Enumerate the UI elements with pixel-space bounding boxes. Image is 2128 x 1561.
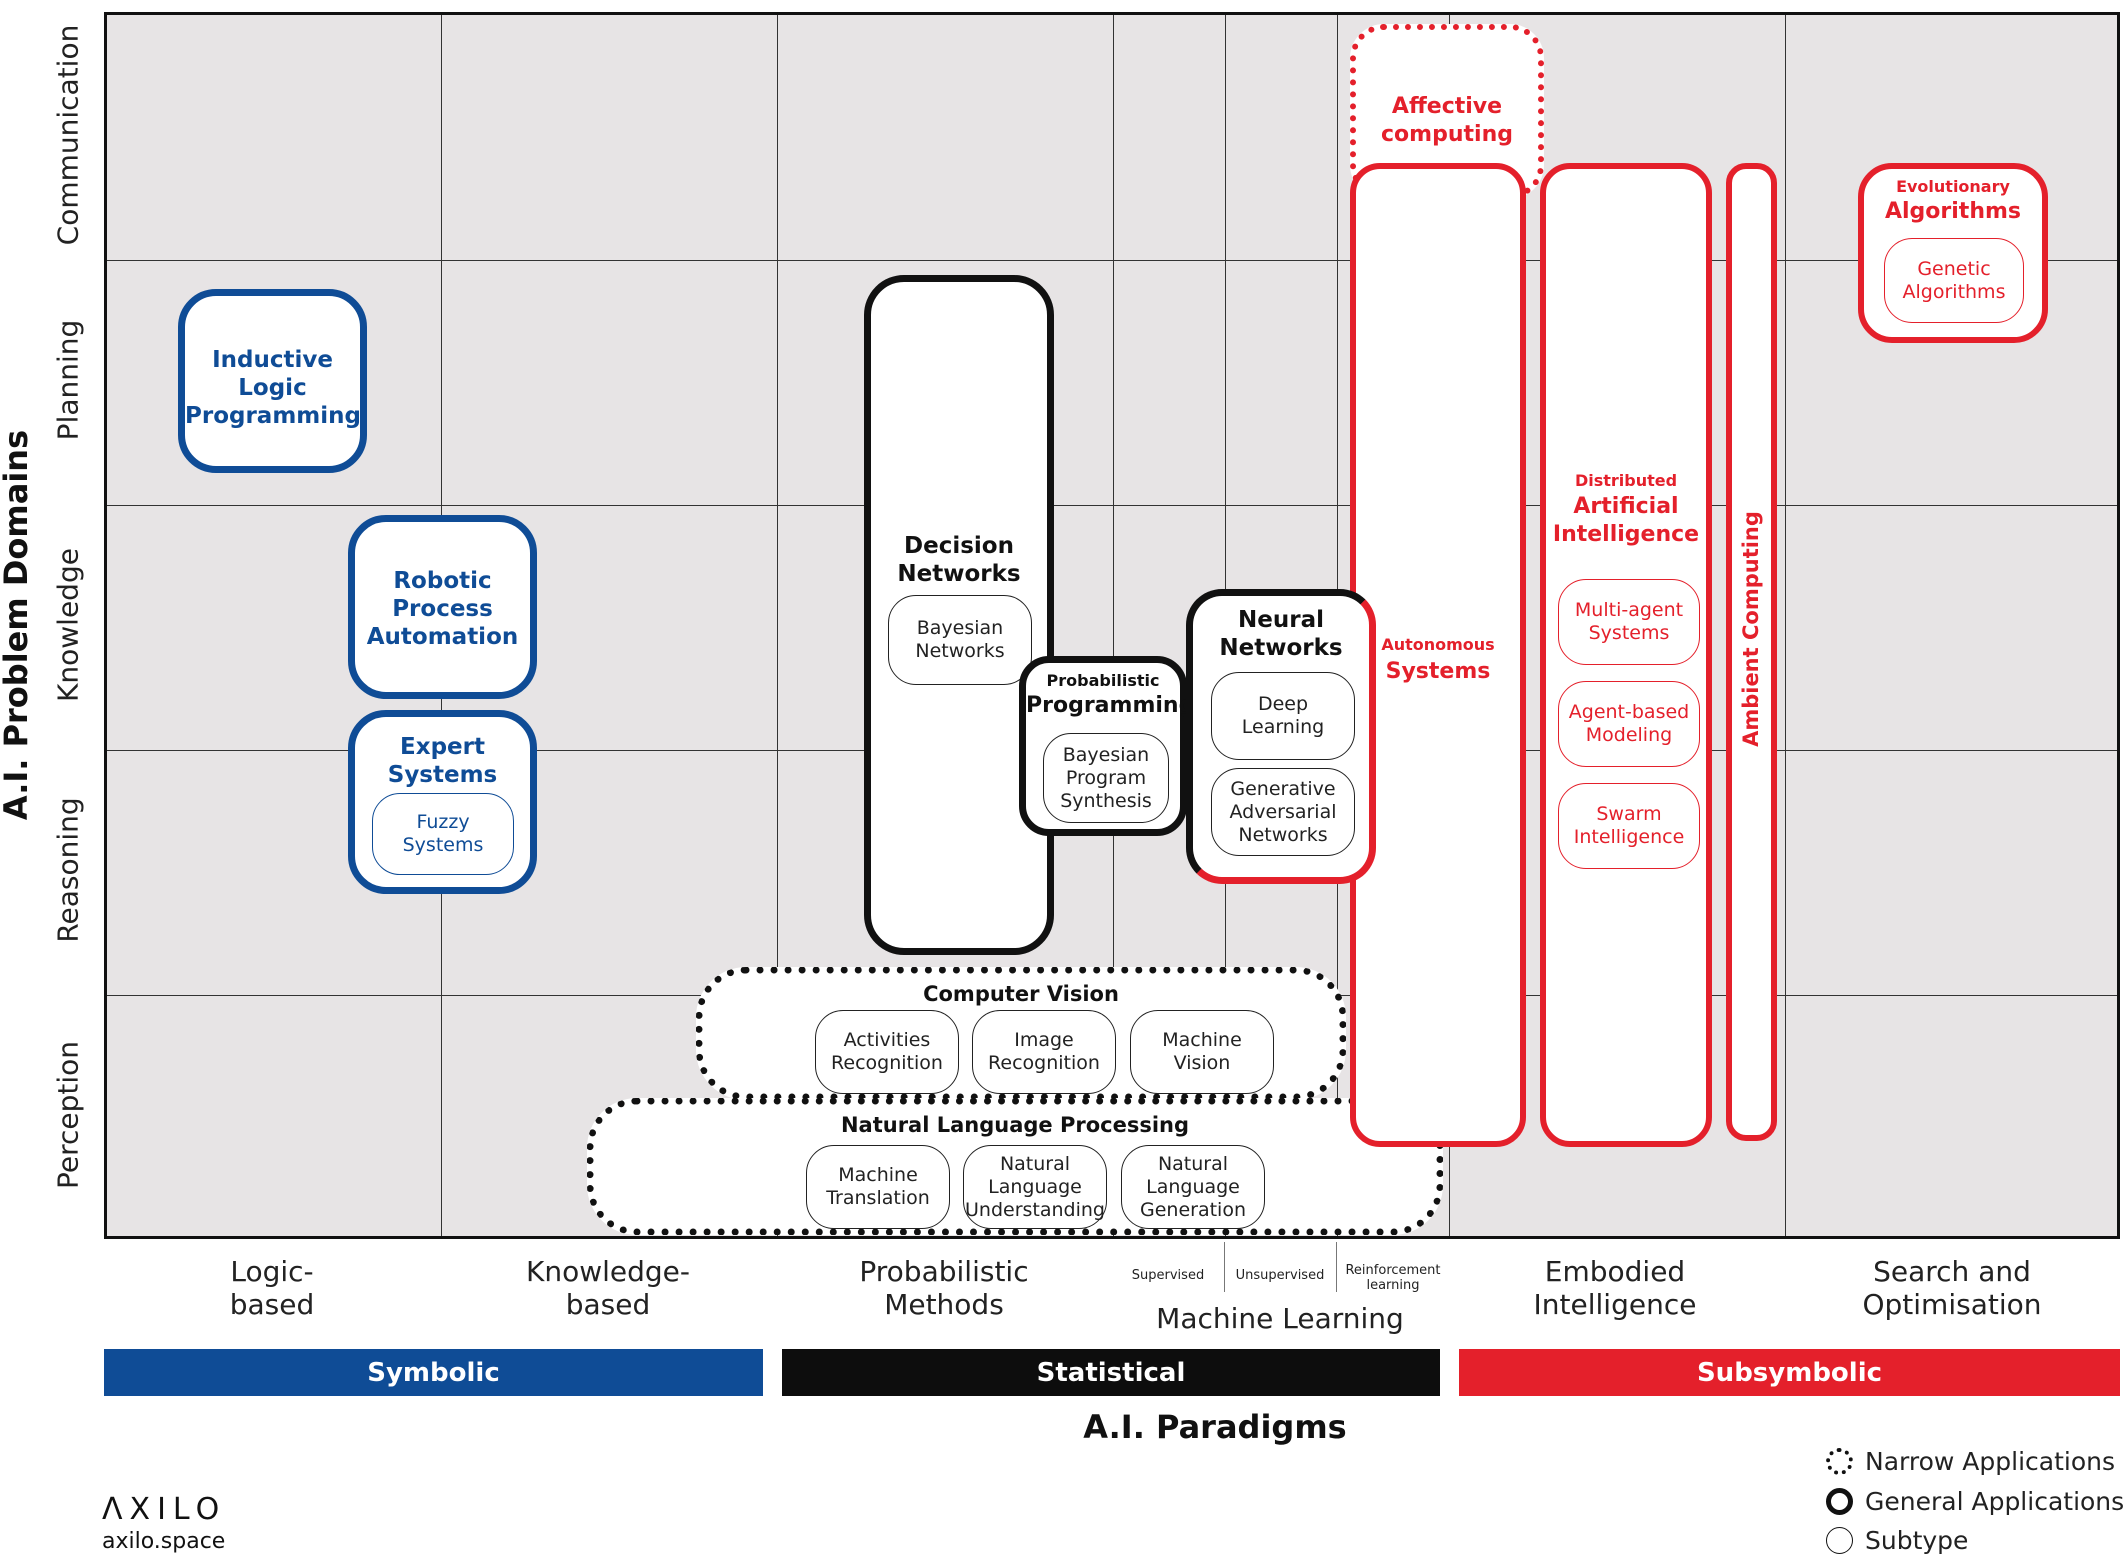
box-probabilistic-programming: Probabilistic Programming Bayesian Progr… [1019,656,1195,836]
subtype-deep-learning: Deep Learning [1211,672,1355,760]
box-title: Computer Vision [923,982,1119,1006]
subtype-machine-vision: Machine Vision [1130,1010,1274,1094]
box-natural-language-processing: Natural Language Processing Machine Tran… [587,1098,1443,1235]
legend-label: Subtype [1865,1525,1969,1555]
box-ambient-computing: Ambient Computing [1726,163,1777,1141]
box-title: Artificial Intelligence [1552,494,1700,547]
x-axis-title: A.I. Paradigms [1083,1408,1347,1446]
subtype-machine-translation: Machine Translation [806,1145,950,1229]
thick-circle-icon [1826,1487,1853,1515]
box-expert-systems: Expert Systems Fuzzy Systems [348,710,537,894]
box-inductive-logic-programming: Inductive Logic Programming [178,289,367,473]
subtype-activities-recognition: Activities Recognition [815,1010,959,1094]
ml-sub-reinforcement: Reinforcement learning [1345,1263,1441,1293]
box-decision-networks: Decision Networks Bayesian Networks [864,275,1054,955]
box-title-small: Evolutionary [1896,177,2010,196]
legend-general: General Applications [1826,1483,2124,1519]
box-title: Programming [1026,693,1195,718]
x-label-knowledge: Knowledge- based [525,1255,691,1321]
box-title: Systems [1385,659,1491,684]
box-title-small: Distributed [1574,471,1678,490]
legend-label: Narrow Applications [1865,1446,2115,1476]
box-title-small: Autonomous [1381,635,1495,654]
subtype-bayesian-networks: Bayesian Networks [888,595,1032,685]
x-label-logic: Logic- based [229,1255,315,1321]
box-neural-networks: Neural Networks Deep Learning Generative… [1186,589,1376,884]
subtype-swarm-intelligence: Swarm Intelligence [1558,783,1700,869]
box-title: Neural Networks [1219,607,1343,661]
box-title: Affective computing [1381,94,1513,147]
box-evolutionary-algorithms: Evolutionary Algorithms Genetic Algorith… [1858,163,2048,343]
subtype-gan: Generative Adversarial Networks [1211,768,1355,856]
grid-line [107,260,2117,261]
band-subsymbolic: Subsymbolic [1459,1349,2120,1396]
x-label-embodied: Embodied Intelligence [1533,1255,1697,1321]
box-title: Algorithms [1884,199,2022,224]
box-title: Natural Language Processing [840,1113,1190,1137]
box-computer-vision: Computer Vision Activities Recognition I… [696,967,1346,1100]
axilo-logo: ΛXILO [102,1492,227,1527]
box-autonomous-systems: Autonomous Systems [1350,163,1526,1147]
subtype-nl-generation: Natural Language Generation [1121,1145,1265,1229]
box-distributed-ai: Distributed Artificial Intelligence Mult… [1540,163,1712,1147]
ml-divider [1224,1242,1225,1292]
box-title-small: Probabilistic [1046,671,1160,690]
legend-narrow: Narrow Applications [1826,1443,2115,1479]
subtype-genetic-algorithms: Genetic Algorithms [1884,238,2024,323]
legend-label: General Applications [1865,1486,2125,1516]
dotted-circle-icon [1826,1447,1853,1475]
box-robotic-process-automation: Robotic Process Automation [348,515,537,699]
subtype-image-recognition: Image Recognition [972,1010,1116,1094]
subtype-bayesian-program-synthesis: Bayesian Program Synthesis [1043,733,1169,823]
subtype-nl-understanding: Natural Language Understanding [963,1145,1107,1229]
subtype-fuzzy-systems: Fuzzy Systems [372,793,514,875]
grid-line [777,15,778,1236]
box-title: Expert Systems [387,734,498,788]
grid-line [1113,15,1114,1236]
grid-line [107,505,2117,506]
thin-circle-icon [1826,1526,1853,1554]
box-title: Ambient Computing [1739,511,1763,747]
band-symbolic: Symbolic [104,1349,763,1396]
x-label-search: Search and Optimisation [1862,1255,2042,1321]
ml-sub-unsupervised: Unsupervised [1235,1268,1325,1283]
box-title: Decision Networks [897,533,1021,587]
ml-divider [1336,1242,1337,1292]
subtype-agent-based-modeling: Agent-based Modeling [1558,681,1700,767]
x-label-machine-learning: Machine Learning [1156,1302,1404,1335]
axilo-url: axilo.space [102,1529,226,1554]
grid-line [1785,15,1786,1236]
x-label-probabilistic: Probabilistic Methods [859,1255,1029,1321]
ml-sub-supervised: Supervised [1131,1268,1205,1283]
box-title: Inductive Logic Programming [185,347,361,429]
band-statistical: Statistical [782,1349,1440,1396]
legend-subtype: Subtype [1826,1522,1968,1558]
box-title: Robotic Process Automation [366,568,519,650]
subtype-multi-agent-systems: Multi-agent Systems [1558,579,1700,665]
